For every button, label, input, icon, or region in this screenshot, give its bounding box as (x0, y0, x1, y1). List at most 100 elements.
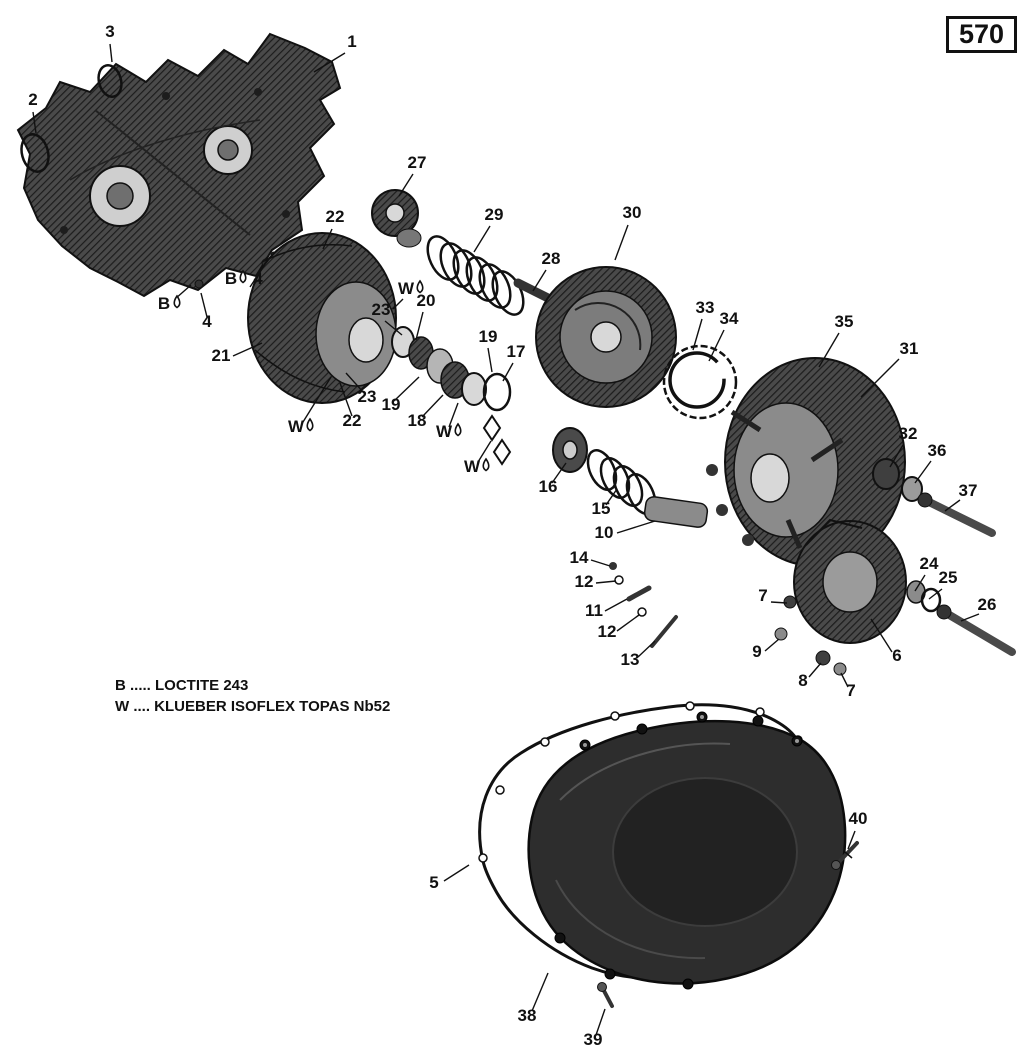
bolt-26 (936, 604, 1016, 656)
leader-line (840, 672, 849, 688)
callout-12: 12 (575, 572, 594, 591)
grease-drop-icon (239, 269, 247, 284)
leader-line (889, 444, 904, 468)
callout-5: 5 (429, 873, 438, 892)
washer-12b (637, 607, 647, 617)
leader-line (692, 318, 703, 351)
outer-cvt-cover (527, 711, 847, 990)
callout-18: 18 (408, 411, 427, 430)
callout-11: 11 (585, 601, 603, 620)
callout-33: 33 (696, 298, 715, 317)
diamond-marks (482, 414, 512, 466)
callout-W: W (288, 417, 305, 436)
callout-39: 39 (584, 1030, 603, 1049)
washer-25 (920, 587, 942, 613)
primary-sliding-sheave (247, 232, 397, 404)
rollers-washers (391, 326, 512, 412)
callout-7: 7 (846, 681, 855, 700)
leader-line (477, 440, 492, 463)
pin-11 (626, 585, 652, 602)
leader-line (914, 574, 926, 592)
callout-29: 29 (485, 205, 504, 224)
leader-line (313, 52, 346, 73)
callout-B: B (158, 294, 170, 313)
screw-39 (597, 982, 614, 1008)
callout-13: 13 (621, 650, 640, 669)
bolt-37 (917, 492, 996, 537)
callout-16: 16 (539, 477, 558, 496)
helix-6 (793, 518, 907, 644)
callout-20: 20 (417, 291, 436, 310)
callout-8: 8 (798, 671, 807, 690)
leader-line (384, 320, 403, 336)
ring-34 (662, 344, 738, 420)
callout-31: 31 (900, 339, 919, 358)
nut-8 (815, 650, 831, 666)
right-fasteners (872, 458, 1016, 656)
leader-line (595, 1008, 606, 1036)
inner-cvt-cover (16, 32, 342, 298)
leader-line (870, 618, 893, 653)
leader-line (302, 376, 332, 423)
leader-line (109, 43, 113, 63)
callout-12: 12 (598, 622, 617, 641)
leader-line (249, 265, 265, 288)
callout-9: 9 (752, 642, 761, 661)
screw-14 (609, 562, 617, 570)
bolt-9 (774, 627, 788, 641)
leader-line (808, 662, 822, 678)
leader-line (637, 640, 656, 658)
leader-line (232, 342, 263, 357)
o-ring-2 (20, 133, 50, 173)
callout-14: 14 (570, 548, 589, 567)
callout-4: 4 (202, 312, 212, 331)
callout-23: 23 (372, 300, 391, 319)
leader-line (818, 332, 840, 368)
callout-2: 2 (28, 90, 37, 109)
leader-line (595, 580, 617, 584)
callout-38: 38 (518, 1006, 537, 1025)
callout-35: 35 (835, 312, 854, 331)
countershaft-10 (643, 496, 709, 528)
leader-line (708, 329, 725, 362)
leader-line (502, 362, 514, 382)
spring-15 (586, 449, 657, 515)
callout-25: 25 (939, 568, 958, 587)
leader-line (200, 292, 208, 318)
callout-1: 1 (347, 32, 356, 51)
note-loctite: B ..... LOCTITE 243 (115, 677, 248, 694)
callout-24: 24 (920, 554, 939, 573)
leader-line (398, 173, 414, 197)
screw-40 (831, 841, 859, 870)
callout-W: W (464, 457, 481, 476)
leader-line (590, 559, 611, 567)
bolt-13 (650, 615, 678, 648)
callout-27: 27 (408, 153, 427, 172)
leader-line (914, 460, 932, 484)
leader-line (616, 520, 656, 534)
bolt-7b (833, 662, 847, 676)
washer-36 (901, 476, 923, 502)
bolt-7a (783, 595, 797, 609)
fixed-sheave-drum (535, 266, 677, 408)
leader-line (764, 638, 780, 652)
callout-23: 23 (358, 387, 377, 406)
callout-10: 10 (595, 523, 614, 542)
callout-19: 19 (479, 327, 498, 346)
leader-line (345, 372, 365, 394)
small-fasteners (609, 562, 847, 676)
grease-drop-icon (482, 457, 490, 472)
leader-line (32, 111, 37, 134)
leader-line (322, 228, 333, 250)
callout-28: 28 (542, 249, 561, 268)
leader-line (487, 347, 493, 373)
callout-W: W (436, 422, 453, 441)
leader-line (960, 613, 980, 622)
washer-16 (552, 427, 588, 473)
callout-17: 17 (507, 342, 526, 361)
leader-line (339, 382, 353, 417)
leader-line (421, 394, 444, 418)
leader-line (605, 488, 618, 506)
